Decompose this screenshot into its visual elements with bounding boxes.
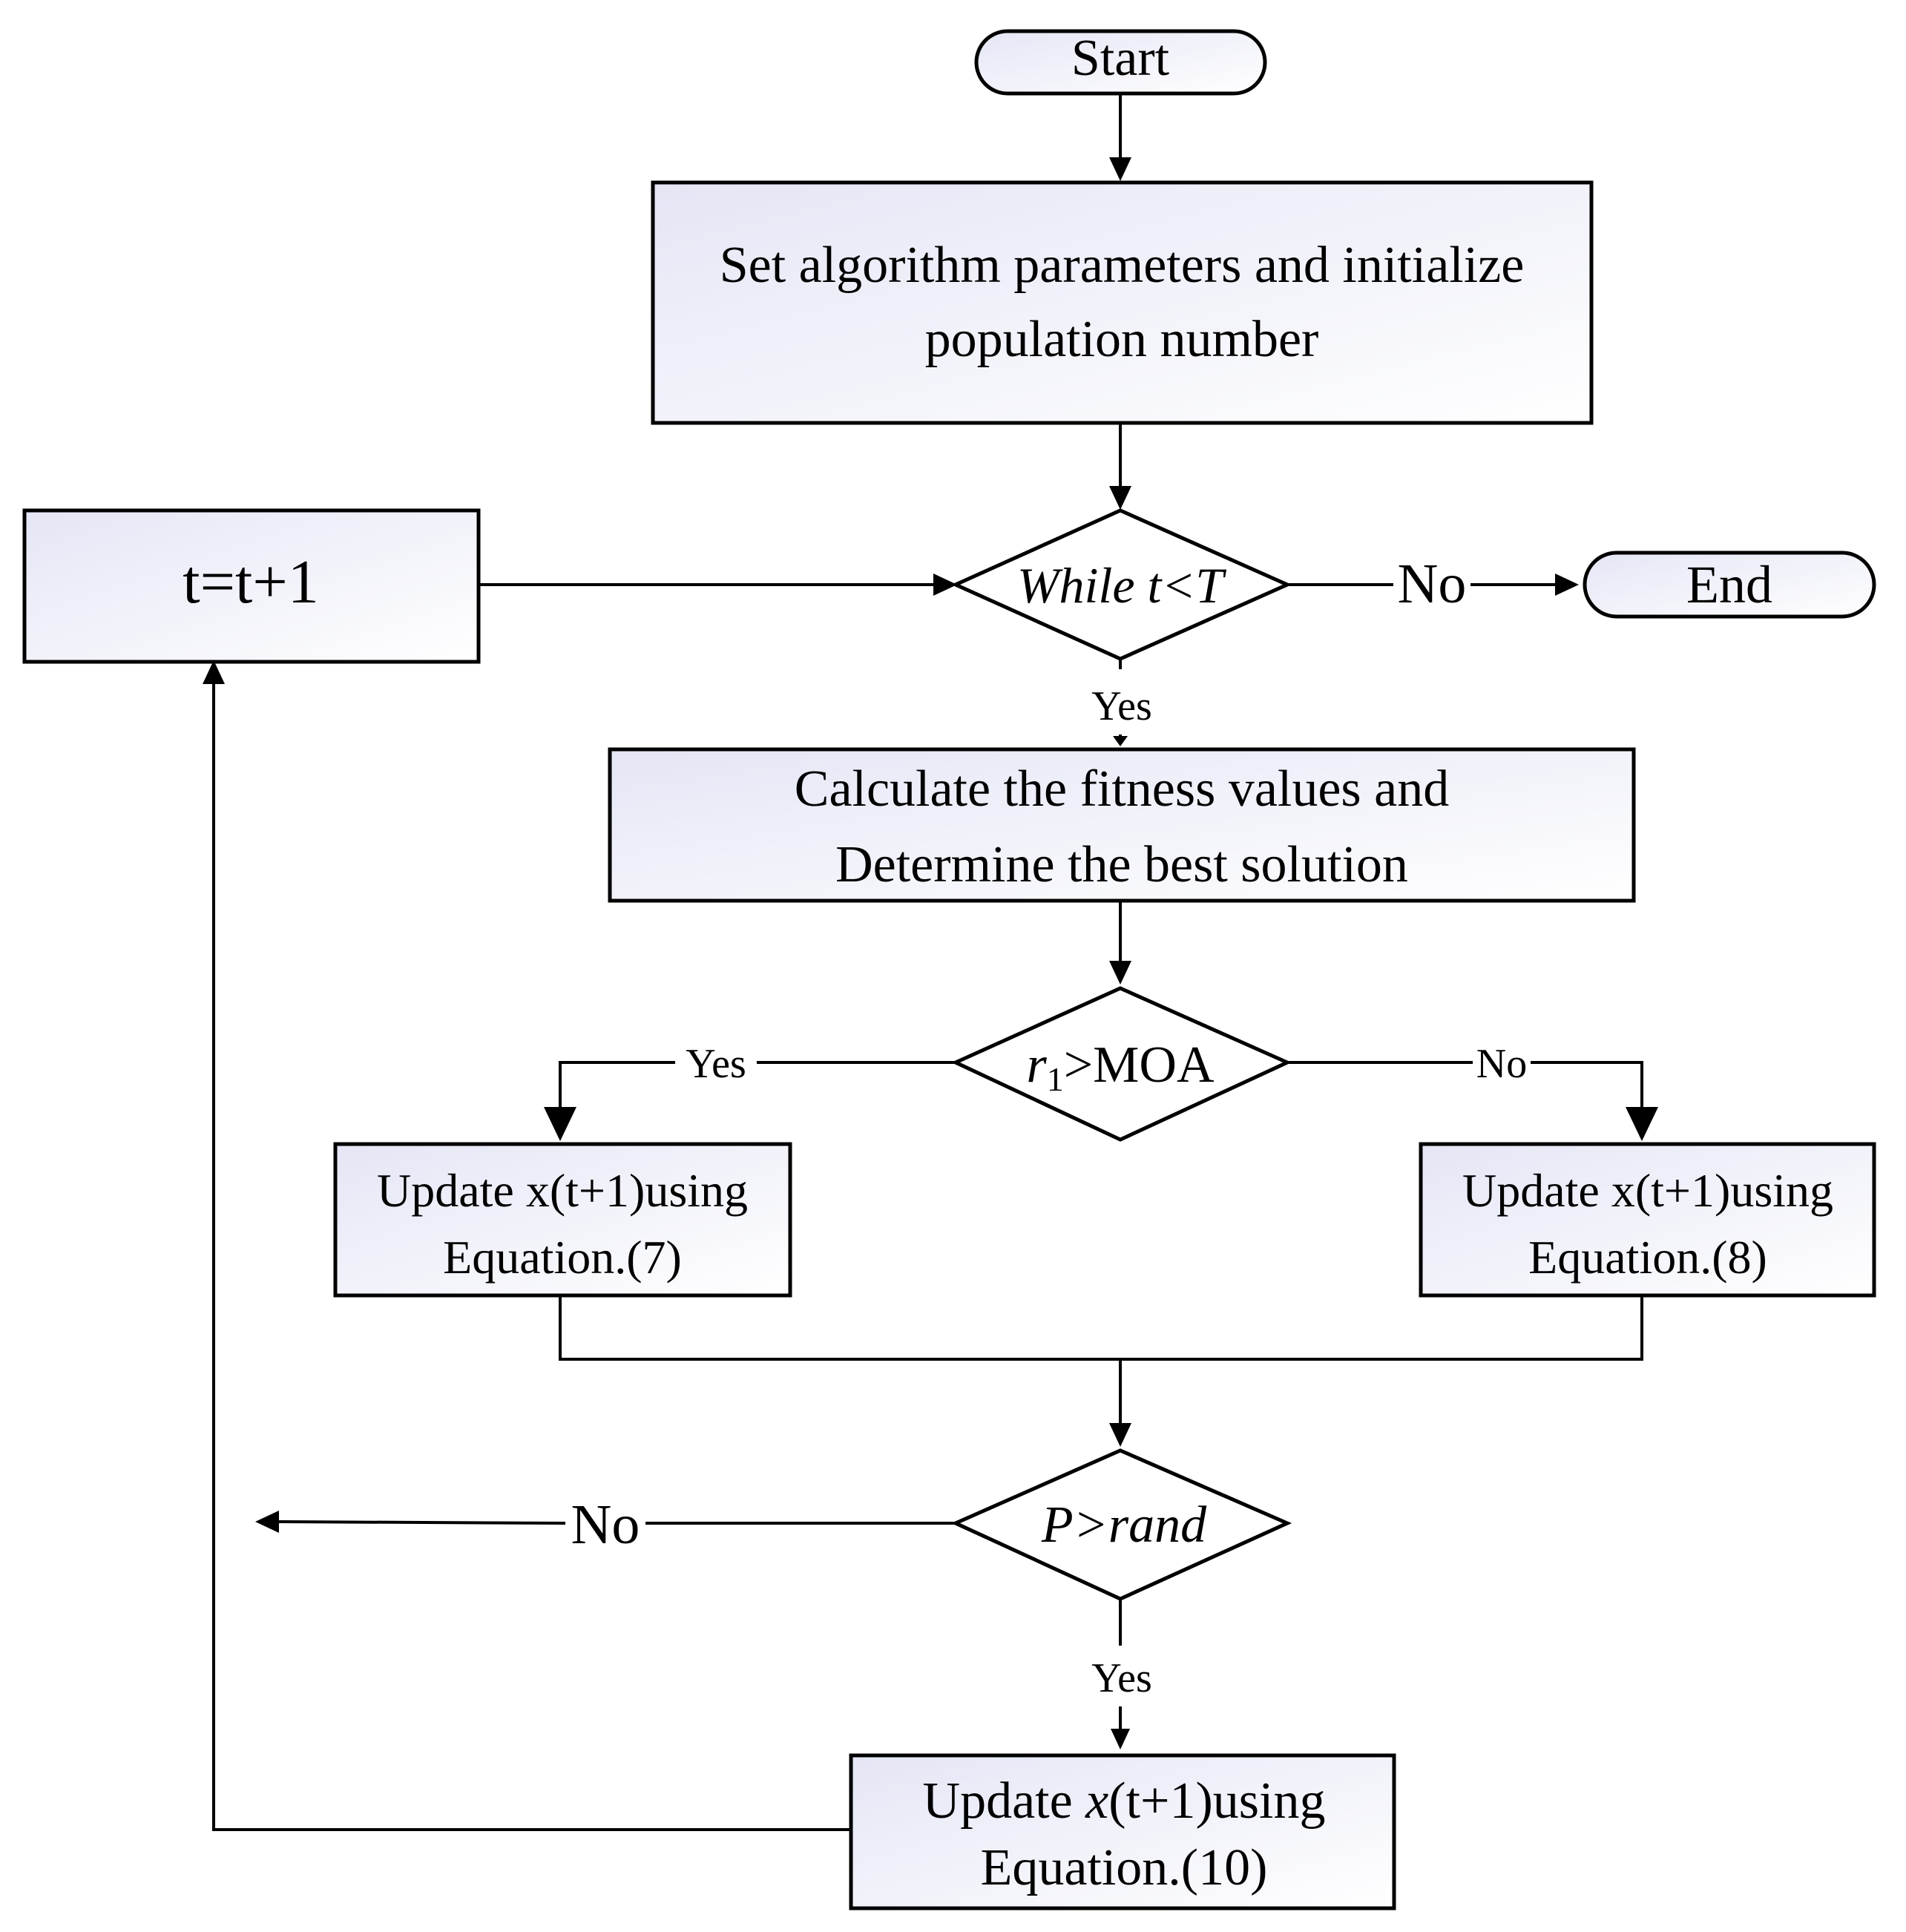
- moa-decision-shape: [951, 986, 1292, 1142]
- update8-label-line1: Update x(t+1)using: [1462, 1164, 1833, 1217]
- update7-label-line1: Update x(t+1)using: [377, 1164, 748, 1217]
- update10-label-line2: Equation.(10): [981, 1839, 1268, 1896]
- edge-moa-yes-left: [559, 1061, 675, 1107]
- fitness-process: Calculate the fitness values and Determi…: [608, 747, 1636, 903]
- moa-label-rest: >MOA: [1064, 1036, 1215, 1094]
- moa-yes-label: Yes: [686, 1041, 746, 1087]
- edge-update10-increment: [212, 684, 850, 1831]
- arrowhead-moa-update7: [544, 1107, 576, 1141]
- update10-label-x: x: [1085, 1772, 1108, 1830]
- arrowhead-merge-p: [1109, 1423, 1131, 1447]
- update7-process: Update x(t+1)using Equation.(7): [333, 1142, 792, 1298]
- fitness-process-box: [608, 747, 1636, 903]
- arrowhead-increment-while: [933, 574, 957, 596]
- edge-p-no-left: [278, 1520, 566, 1525]
- start-label: Start: [1071, 30, 1170, 87]
- start-terminal: Start: [974, 29, 1267, 96]
- end-label: End: [1686, 555, 1772, 614]
- arrowhead-while-end: [1555, 574, 1579, 596]
- while-no-label: No: [1398, 553, 1467, 615]
- end-terminal: End: [1583, 551, 1876, 619]
- init-label-line2: population number: [925, 311, 1319, 368]
- moa-no-label: No: [1476, 1041, 1527, 1087]
- connectors: [203, 93, 1658, 1831]
- p-decision-shape: [950, 1448, 1292, 1601]
- p-decision: P>rand: [950, 1448, 1292, 1601]
- update10-label-pre: Update: [923, 1772, 1086, 1830]
- arrowhead-update10-increment: [203, 660, 225, 684]
- increment-label: t=t+1: [183, 548, 318, 617]
- arrowhead-fitness-moa: [1109, 961, 1131, 985]
- update7-label-line2: Equation.(7): [443, 1231, 682, 1284]
- update10-process-box: [849, 1753, 1396, 1910]
- init-label-line1: Set algorithm parameters and initialize: [720, 237, 1525, 294]
- moa-label: r1>MOA: [1026, 1036, 1215, 1098]
- while-label: While t<T: [1017, 557, 1226, 614]
- edge-labels: No Yes Yes No No Yes: [571, 553, 1528, 1701]
- arrowhead-p-update10: [1111, 1729, 1130, 1749]
- p-yes-label: Yes: [1091, 1655, 1151, 1701]
- arrowhead-start-init: [1109, 157, 1131, 181]
- edge-merge: [559, 1294, 1643, 1361]
- moa-label-r: r: [1026, 1036, 1047, 1094]
- update8-process-box: [1419, 1142, 1876, 1298]
- increment-process: t=t+1: [22, 508, 481, 664]
- edge-moa-no-right: [1531, 1061, 1643, 1107]
- end-terminal-shape: [1583, 551, 1876, 619]
- update7-process-box: [333, 1142, 792, 1298]
- while-decision-shape: [950, 508, 1292, 661]
- moa-label-sub: 1: [1047, 1060, 1064, 1098]
- moa-decision: r1>MOA: [951, 986, 1292, 1142]
- update10-label-post: (t+1)using: [1108, 1772, 1325, 1830]
- update8-label-line2: Equation.(8): [1528, 1231, 1767, 1284]
- start-terminal-shape: [974, 29, 1267, 96]
- update8-process: Update x(t+1)using Equation.(8): [1419, 1142, 1876, 1298]
- p-no-label: No: [571, 1494, 640, 1556]
- while-yes-label: Yes: [1091, 683, 1151, 729]
- arrowhead-p-no: [255, 1511, 279, 1533]
- fitness-label-line2: Determine the best solution: [835, 836, 1408, 893]
- while-decision: While t<T: [950, 508, 1292, 661]
- p-label: P>rand: [1041, 1496, 1207, 1554]
- init-process-box: [651, 180, 1594, 425]
- arrowhead-init-while: [1109, 486, 1131, 510]
- update10-process: Update x(t+1)using Equation.(10): [849, 1753, 1396, 1910]
- update10-label-line1: Update x(t+1)using: [923, 1772, 1326, 1830]
- init-process: Set algorithm parameters and initialize …: [651, 180, 1594, 425]
- fitness-label-line1: Calculate the fitness values and: [795, 760, 1450, 818]
- arrowhead-while-fitness: [1113, 736, 1128, 746]
- increment-process-box: [22, 508, 481, 664]
- arrowhead-moa-update8: [1626, 1107, 1658, 1141]
